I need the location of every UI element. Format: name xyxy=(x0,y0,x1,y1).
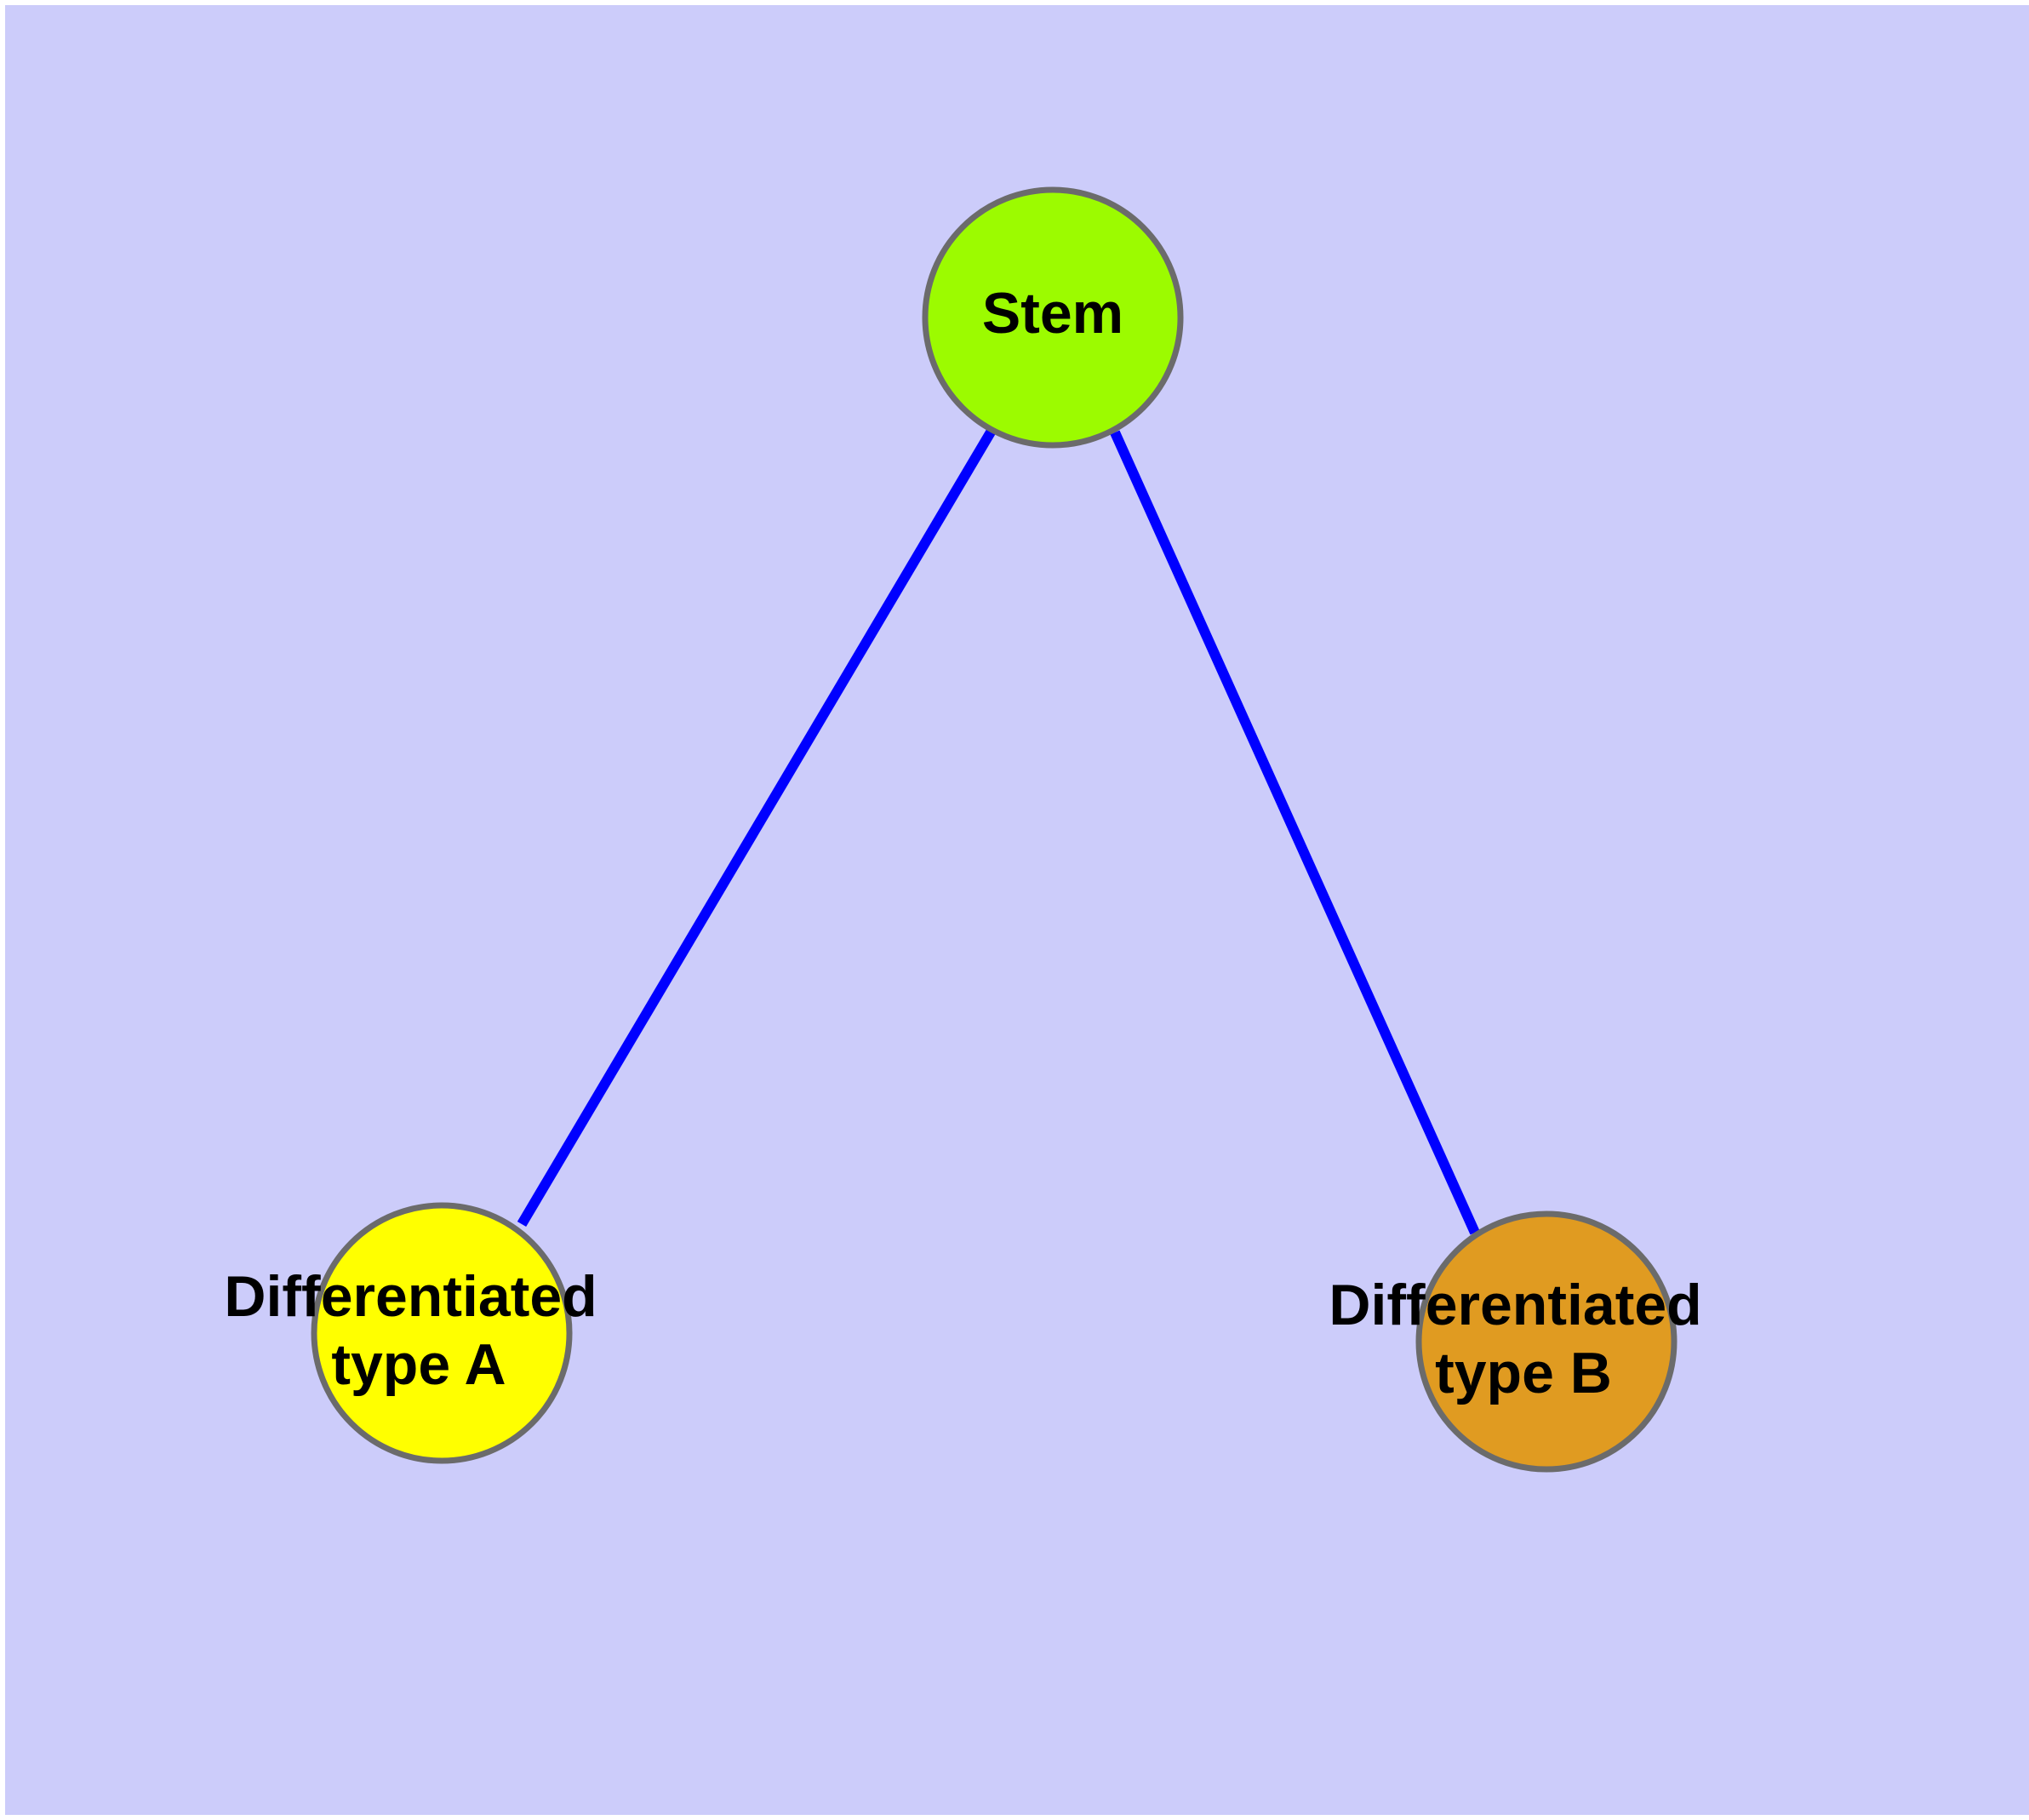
node-diff-a-circle[interactable] xyxy=(311,1202,573,1464)
node-layer xyxy=(311,186,1677,1473)
node-stem-label: Stem xyxy=(982,281,1123,346)
node-diff-b-label-line-1: Differentiated xyxy=(1329,1273,1701,1337)
node-diff-b-label-line-2: type B xyxy=(1435,1341,1612,1405)
node-diff-b[interactable] xyxy=(1415,1210,1677,1473)
node-diff-a[interactable] xyxy=(311,1202,573,1464)
node-diff-a-label-line-1: Differentiated xyxy=(224,1264,597,1329)
node-diff-a-label-line-2: type A xyxy=(331,1332,506,1397)
edge-stem-to-diff-a[interactable] xyxy=(517,427,997,1228)
node-diff-b-circle[interactable] xyxy=(1415,1210,1677,1473)
label-layer: Stem Differentiated type A Differentiate… xyxy=(224,281,1718,1405)
node-stem-circle[interactable] xyxy=(922,186,1184,449)
node-stem-label-line-1: Stem xyxy=(982,281,1123,346)
node-stem[interactable] xyxy=(922,186,1184,449)
node-diff-b-label: Differentiated type B xyxy=(1329,1273,1718,1405)
node-diff-a-label: Differentiated type A xyxy=(224,1264,613,1397)
edge-stem-to-diff-b[interactable] xyxy=(1110,430,1480,1235)
edge-layer xyxy=(517,427,1480,1235)
